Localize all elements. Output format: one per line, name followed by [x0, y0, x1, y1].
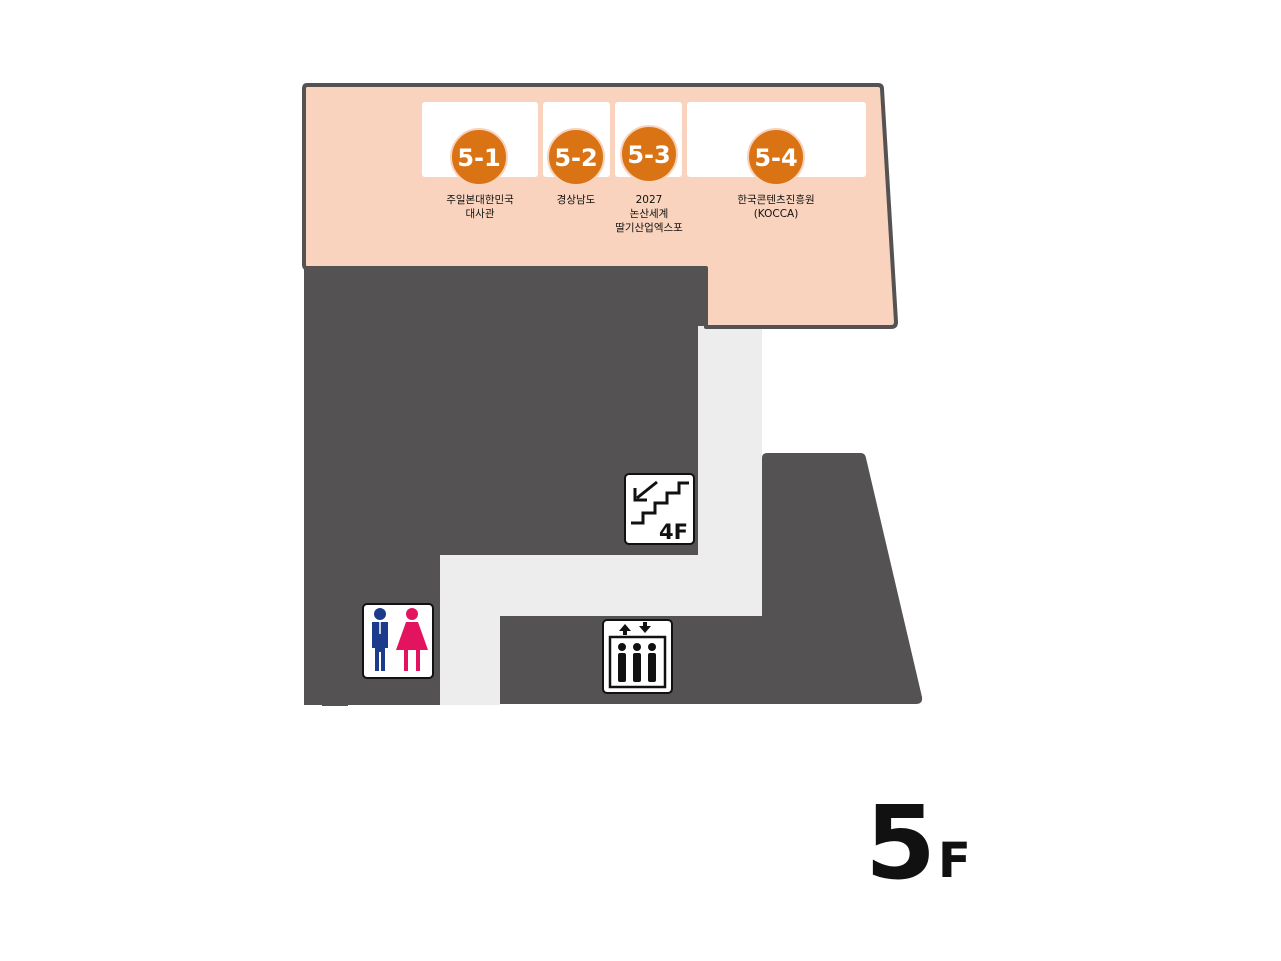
booth-number: 5-2: [554, 144, 597, 172]
booth-label-5-3-line1: 2027: [636, 194, 663, 206]
corridor: [440, 326, 762, 705]
booth-label-5-2-line1: 경상남도: [557, 193, 596, 206]
floor-indicator: 5 F: [865, 784, 971, 903]
booth-label-5-1-line2: 대사관: [466, 208, 495, 220]
booth-label-5-3-line3: 딸기산업엑스포: [615, 221, 683, 234]
dark-area-left: [304, 262, 706, 705]
booth-label-5-4-line1: 한국콘텐츠진흥원: [737, 193, 814, 206]
booth-marker-5-4[interactable]: 5-4: [747, 128, 805, 186]
floor-number: 5: [865, 784, 936, 903]
dark-area-notch: [322, 703, 348, 706]
stairs-down-icon[interactable]: 4F: [624, 473, 695, 545]
booth-label-5-4-line2: (KOCCA): [754, 208, 799, 220]
stairs-floor-label: 4F: [659, 520, 688, 544]
booth-marker-5-3[interactable]: 5-3: [620, 125, 678, 183]
booth-number: 5-1: [457, 144, 500, 172]
booth-number: 5-4: [754, 144, 797, 172]
restroom-icon[interactable]: [362, 603, 434, 679]
booth-label-5-1-line1: 주일본대한민국: [446, 193, 514, 206]
floor-suffix: F: [938, 833, 971, 889]
booth-marker-5-1[interactable]: 5-1: [450, 128, 508, 186]
booth-label-5-3-line2: 논산세계: [630, 208, 669, 220]
booth-marker-5-2[interactable]: 5-2: [547, 128, 605, 186]
elevator-icon[interactable]: [602, 619, 673, 694]
booth-number: 5-3: [627, 141, 670, 169]
